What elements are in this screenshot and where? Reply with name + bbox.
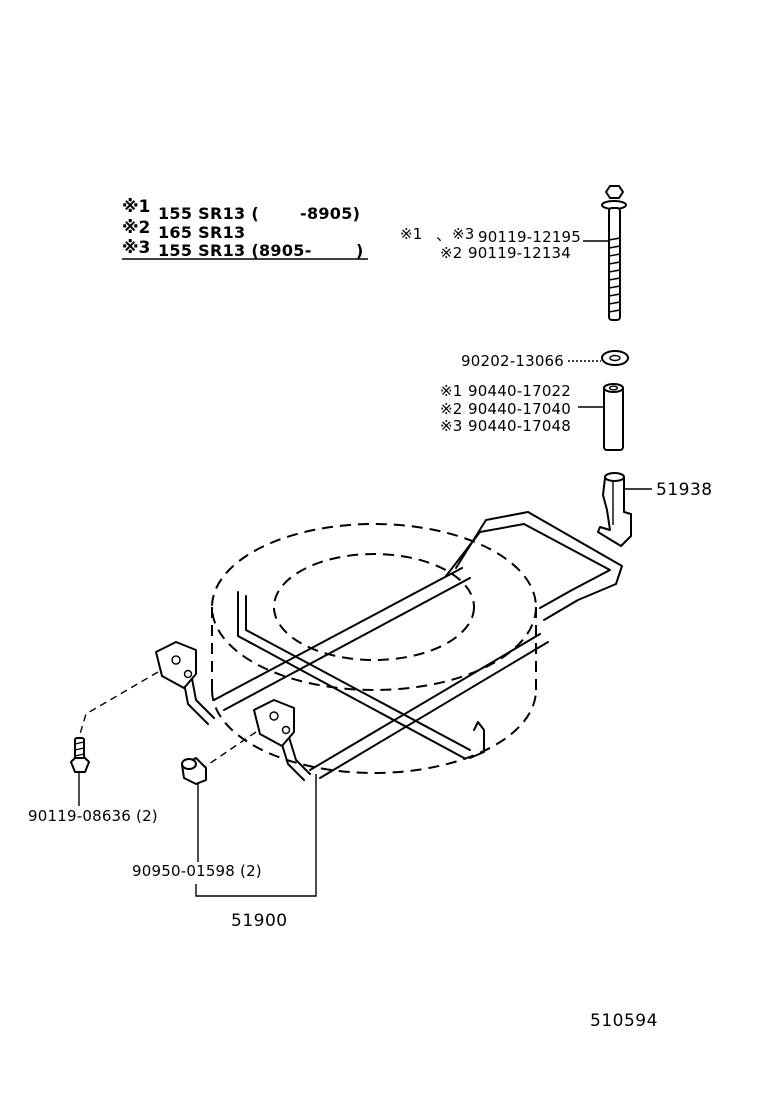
long-bolt-prefix-a: ※1 <box>400 225 423 243</box>
leader-carrier <box>195 774 317 897</box>
legend-mark-2: ※2 <box>122 218 150 238</box>
legend-text-1: 155 SR13 ( <box>158 204 259 223</box>
long-bolt-prefix-sep: 、 <box>436 226 451 244</box>
legend-text-3: 155 SR13 (8905- <box>158 241 312 260</box>
long-bolt-alt-prefix: ※2 <box>440 244 463 262</box>
washer-drawing <box>601 350 629 366</box>
collar-drawing <box>603 383 624 451</box>
washer-number: 90202-13066 <box>461 352 564 370</box>
hook-number: 51938 <box>656 480 713 500</box>
hook-drawing <box>597 472 632 547</box>
long-bolt-alt-number: 90119-12134 <box>468 244 571 262</box>
collar-number-1: 90440-17022 <box>468 382 571 400</box>
legend-text-2: 165 SR13 <box>158 223 245 242</box>
short-bolt-number: 90119-08636 (2) <box>28 807 158 825</box>
plug-number: 90950-01598 (2) <box>132 862 262 880</box>
plug-drawing <box>181 731 257 785</box>
legend-tail-3: ) <box>356 241 364 260</box>
collar-prefix-1: ※1 <box>440 382 463 400</box>
tire-size-legend: ※1 155 SR13 ( -8905) ※2 165 SR13 ※3 155 … <box>122 197 368 260</box>
collar-number-3: 90440-17048 <box>468 417 571 435</box>
diagram-id: 510594 <box>590 1011 658 1031</box>
legend-mark-3: ※3 <box>122 238 150 258</box>
long-bolt-drawing <box>601 185 627 321</box>
carrier-number: 51900 <box>231 911 288 931</box>
short-bolt-drawing <box>70 671 159 773</box>
collar-prefix-2: ※2 <box>440 400 463 418</box>
collar-number-2: 90440-17040 <box>468 400 571 418</box>
long-bolt-prefix-b: ※3 <box>452 225 475 243</box>
legend-tail-1: -8905) <box>300 204 360 223</box>
legend-mark-1: ※1 <box>122 197 150 217</box>
collar-prefix-3: ※3 <box>440 417 463 435</box>
long-bolt-number: 90119-12195 <box>478 228 581 246</box>
carrier-frame <box>155 511 623 781</box>
